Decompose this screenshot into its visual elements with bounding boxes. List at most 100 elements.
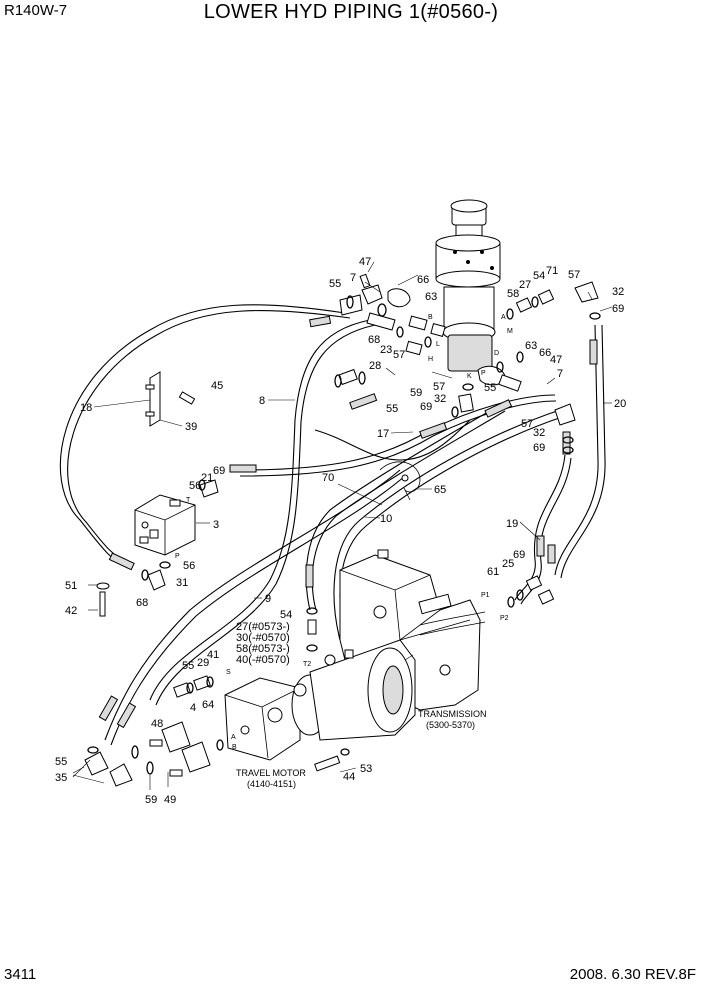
port-labels: A B L M D H K P T P S T2 A B P1 P2	[175, 314, 513, 751]
callout-59: 59	[145, 794, 157, 806]
callout-10: 10	[380, 513, 392, 525]
callout-68: 68	[136, 597, 148, 609]
transmission-range: (5300-5370)	[426, 720, 475, 730]
callout-63: 63	[425, 291, 437, 303]
callout-71: 71	[546, 265, 558, 277]
model-code: R140W-7	[4, 2, 68, 19]
callout-64: 64	[202, 699, 214, 711]
callout-69: 69	[213, 465, 225, 477]
callout-70: 70	[322, 472, 334, 484]
valve-block-3	[134, 494, 196, 556]
callout-31: 31	[176, 577, 188, 589]
callout-55: 55	[484, 382, 496, 394]
callout-3: 3	[213, 519, 219, 531]
clamp-65	[379, 461, 421, 501]
callout-25: 25	[502, 558, 514, 570]
callout-19: 19	[506, 518, 518, 530]
callout-57: 57	[568, 269, 580, 281]
callout-59: 59	[410, 387, 422, 399]
callout-55: 55	[55, 756, 67, 768]
callout-21: 21	[201, 472, 213, 484]
callout-27: 27	[519, 279, 531, 291]
callout-48: 48	[151, 718, 163, 730]
callout-57: 57	[393, 349, 405, 361]
callout-65: 65	[434, 484, 446, 496]
callout-28: 28	[369, 360, 381, 372]
callout-20: 20	[614, 398, 626, 410]
port-M: M	[507, 328, 513, 335]
callout-8: 8	[259, 395, 265, 407]
revision-date: 2008. 6.30 REV.8F	[569, 966, 696, 983]
page-number: 3411	[4, 966, 37, 983]
port-D: D	[494, 350, 499, 357]
callout-66: 66	[417, 274, 429, 286]
callout-57: 57	[521, 418, 533, 430]
callout-17: 17	[377, 428, 389, 440]
port-B: B	[428, 314, 433, 321]
port-A: A	[501, 314, 506, 321]
callout-7: 7	[350, 272, 356, 284]
callout-55: 55	[329, 278, 341, 290]
callout-7: 7	[557, 368, 563, 380]
callout-69: 69	[533, 442, 545, 454]
swivel-joint	[435, 199, 501, 372]
callout-68: 68	[368, 334, 380, 346]
page-title: LOWER HYD PIPING 1(#0560-)	[203, 1, 499, 23]
port-A-motor: A	[231, 734, 236, 741]
callout-32: 32	[434, 393, 446, 405]
callout-18: 18	[80, 402, 92, 414]
fittings	[84, 273, 599, 787]
callout-63: 63	[525, 340, 537, 352]
hose-19	[514, 454, 572, 605]
callout-29: 29	[197, 657, 209, 669]
callout-32: 32	[612, 286, 624, 298]
callout-55: 55	[182, 660, 194, 672]
callout-61: 61	[487, 566, 499, 578]
callout-47: 47	[359, 256, 371, 268]
callout-58-0573: 58(#0573-)	[236, 643, 290, 655]
callout-69: 69	[420, 401, 432, 413]
callout-58: 58	[507, 288, 519, 300]
transmission-label: TRANSMISSION	[418, 709, 487, 719]
callout-45: 45	[211, 380, 223, 392]
callout-4: 4	[190, 702, 196, 714]
callout-57: 57	[433, 381, 445, 393]
port-L: L	[436, 341, 440, 348]
port-P-valve: P	[175, 553, 180, 560]
port-P2: P2	[500, 615, 509, 622]
port-S: S	[226, 669, 231, 676]
callout-49: 49	[164, 794, 176, 806]
callout-69: 69	[612, 303, 624, 315]
callout-9: 9	[265, 593, 271, 605]
callout-40-0570: 40(-#0570)	[236, 654, 290, 666]
port-P1: P1	[481, 592, 490, 599]
travel-motor-label: TRAVEL MOTOR	[236, 768, 306, 778]
callout-56: 56	[183, 560, 195, 572]
callout-39: 39	[185, 421, 197, 433]
o-rings	[87, 295, 601, 775]
travel-motor-range: (4140-4151)	[247, 779, 296, 789]
component-captions: TRANSMISSION (5300-5370) TRAVEL MOTOR (4…	[236, 709, 487, 789]
port-T2: T2	[303, 661, 311, 668]
callout-30-0570: 30(-#0570)	[236, 632, 290, 644]
port-B-motor: B	[232, 744, 237, 751]
hose-20	[554, 324, 606, 579]
callout-53: 53	[360, 763, 372, 775]
callout-51: 51	[65, 580, 77, 592]
callout-35: 35	[55, 772, 67, 784]
callout-47: 47	[550, 354, 562, 366]
callout-42: 42	[65, 605, 77, 617]
callout-69: 69	[513, 549, 525, 561]
hose-8	[149, 319, 376, 706]
pipe-cross	[314, 419, 471, 461]
callout-55: 55	[386, 403, 398, 415]
leader-lines	[72, 261, 613, 790]
port-H: H	[428, 356, 433, 363]
port-T: T	[186, 497, 191, 504]
callout-labels: 47 7 55 66 63 27 54 71 58 57 32 69 68 23…	[55, 256, 626, 806]
callout-56: 56	[189, 480, 201, 492]
port-K: K	[467, 373, 472, 380]
port-P: P	[481, 370, 486, 377]
callout-66: 66	[539, 347, 551, 359]
